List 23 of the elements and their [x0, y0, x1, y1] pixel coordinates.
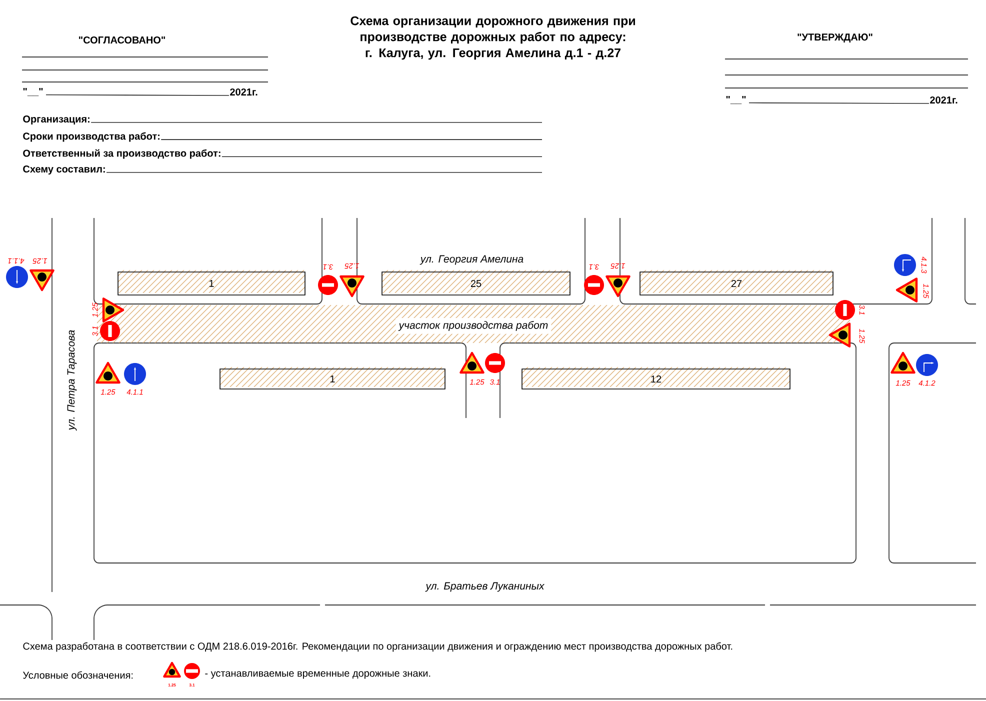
- approval-heading: "СОГЛАСОВАНО": [79, 36, 166, 44]
- note-text: Схема разработана в соответствии с ОДМ 218.6.019-2016г. Рекомендации по организации движения и ограждению мест производства дорожных работ.: [23, 642, 732, 652]
- form-label: Схему составил:: [23, 165, 105, 175]
- node-label: участок производства работ: [398, 321, 548, 331]
- work-zone: участок производства работ: [97, 305, 850, 343]
- street-name: ул. Петра Тарасова: [67, 330, 77, 431]
- approval-heading: "__": [726, 96, 746, 104]
- building-block: 27: [640, 270, 834, 296]
- building-block: 1: [118, 270, 306, 296]
- building-block: 12: [522, 367, 790, 390]
- approval-heading: "__": [23, 88, 43, 96]
- note-text: Условные обозначения:: [22, 671, 133, 679]
- building-block: 1: [220, 367, 446, 390]
- title: Схема организации дорожного движения при производстве дорожных работ по адресу: г. Калуга, ул. Георгия Амелина д.1 - д.27: [350, 16, 635, 60]
- street-name: ул. Братьев Луканиных: [425, 582, 545, 592]
- approval-heading: 2021г.: [230, 88, 258, 96]
- form-label: Сроки производства работ:: [23, 132, 160, 142]
- building-block: 25: [382, 270, 570, 296]
- approval-heading: "УТВЕРЖДАЮ": [798, 34, 872, 42]
- approval-heading: 2021г.: [930, 96, 958, 104]
- form-label: Организация:: [23, 115, 90, 125]
- form-label: Ответственный за производство работ:: [23, 149, 220, 159]
- legend-text: - устанавливаемые временные дорожные знаки.: [205, 671, 430, 679]
